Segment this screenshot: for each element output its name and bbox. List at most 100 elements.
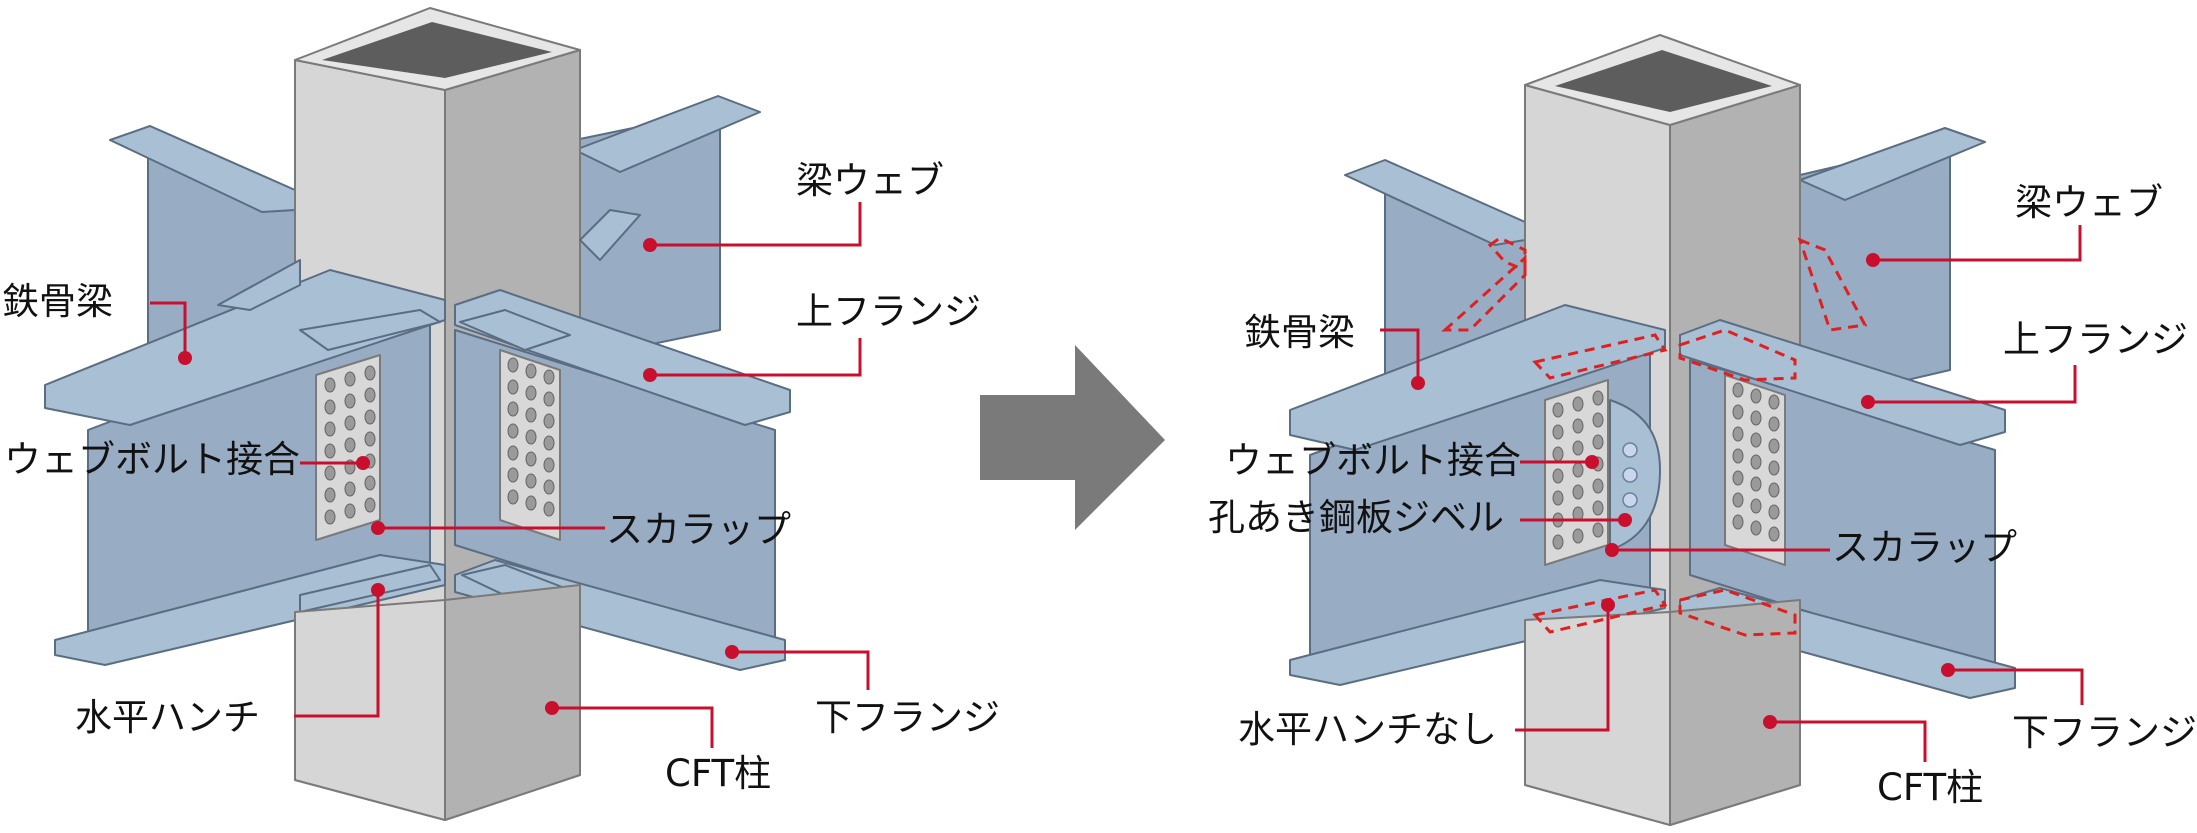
right-label-steel-beam: 鉄骨梁 [1244, 311, 1355, 354]
bolt-hole [1552, 402, 1564, 418]
bolt-hole [543, 391, 555, 407]
right-label-upper-flange: 上フランジ [2003, 318, 2188, 361]
bolt-hole [364, 475, 376, 491]
bolt-hole [1572, 440, 1584, 456]
left-label-steel-beam: 鉄骨梁 [2, 280, 113, 323]
bolt-hole [1750, 476, 1762, 492]
left-upper-flange-left [44, 269, 446, 426]
bolt-hole [525, 429, 537, 445]
bolt-hole [1592, 522, 1604, 538]
bolt-hole [507, 445, 519, 461]
bolt-hole [543, 501, 555, 517]
bolt-hole [344, 415, 356, 431]
right-column-lower-side [1669, 599, 1801, 826]
bolt-hole [1572, 484, 1584, 500]
bolt-hole [1768, 504, 1780, 520]
left-lower-flange-left [54, 554, 446, 666]
bolt-hole [1732, 470, 1744, 486]
bolt-hole [324, 487, 336, 503]
bolt-hole [507, 467, 519, 483]
bolt-hole [1750, 454, 1762, 470]
left-label-upper-flange: 上フランジ [796, 290, 981, 333]
left-leader-lower-flange [732, 650, 870, 690]
bolt-hole [507, 357, 519, 373]
bolt-hole [1552, 490, 1564, 506]
bolt-hole [1552, 446, 1564, 462]
right-figure [1289, 34, 2016, 826]
left-haunch-back-right [579, 209, 641, 261]
bolt-hole [1750, 388, 1762, 404]
bolt-hole [364, 387, 376, 403]
left-leader-cft [552, 706, 714, 748]
bolt-hole [525, 495, 537, 511]
bolt-hole [1768, 438, 1780, 454]
left-leader-beam-web [650, 202, 862, 247]
right-arrow-icon [980, 345, 1165, 530]
right-leader-beam-web [1873, 225, 2082, 262]
bolt-hole [1768, 482, 1780, 498]
left-leader-upper-flange [650, 338, 862, 377]
bolt-hole [324, 465, 336, 481]
bolt-hole [364, 431, 376, 447]
bolt-hole [1750, 432, 1762, 448]
bolt-hole [364, 497, 376, 513]
right-label-no-haunch: 水平ハンチなし [1238, 708, 1497, 751]
bolt-hole [324, 509, 336, 525]
right-label-beam-web: 梁ウェブ [2015, 181, 2163, 224]
bolt-hole [1592, 412, 1604, 428]
bolt-hole [1732, 404, 1744, 420]
bolt-hole [324, 421, 336, 437]
bolt-hole [1750, 520, 1762, 536]
left-leader-haunch [294, 590, 380, 718]
bolt-hole [1572, 462, 1584, 478]
right-label-perfobond: 孔あき鋼板ジベル [1208, 496, 1504, 539]
bolt-hole [1732, 426, 1744, 442]
left-back-flange-right [574, 95, 761, 173]
bolt-hole [324, 399, 336, 415]
left-label-horizontal-haunch: 水平ハンチ [75, 696, 260, 739]
right-label-scallop: スカラップ [1832, 526, 2017, 569]
bolt-hole [1732, 492, 1744, 508]
right-back-flange-right [1799, 127, 1986, 201]
bolt-hole [1592, 500, 1604, 516]
bolt-hole [344, 481, 356, 497]
right-bolt-holes [1552, 382, 1780, 550]
right-leader-no-haunch [1515, 605, 1610, 732]
left-label-web-bolt-joint: ウェブボルト接合 [4, 438, 300, 481]
bolt-hole [507, 423, 519, 439]
bolt-hole [1592, 434, 1604, 450]
left-leaders [150, 202, 870, 748]
bolt-hole [543, 435, 555, 451]
left-column-lower-front [294, 599, 446, 821]
left-label-scallop: スカラップ [606, 508, 791, 551]
bolt-hole [1552, 424, 1564, 440]
left-label-beam-web: 梁ウェブ [796, 159, 944, 202]
right-perfobond-holes [1622, 442, 1638, 508]
bolt-hole [543, 369, 555, 385]
bolt-hole [543, 479, 555, 495]
bolt-hole [1552, 468, 1564, 484]
right-leader-upper-flange [1868, 365, 2077, 404]
bolt-hole [525, 363, 537, 379]
bolt-hole [1592, 390, 1604, 406]
left-figure [44, 7, 791, 821]
bolt-hole [324, 443, 336, 459]
bolt-hole [525, 451, 537, 467]
right-removed-haunch-outlines [1441, 236, 1868, 637]
bolt-hole [364, 365, 376, 381]
left-bolt-holes [324, 357, 555, 525]
bolt-hole [344, 503, 356, 519]
bolt-hole [324, 377, 336, 393]
right-leader-steel-beam [1380, 328, 1420, 383]
bolt-hole [507, 489, 519, 505]
bolt-hole [1572, 396, 1584, 412]
bolt-hole [507, 401, 519, 417]
bolt-hole [543, 413, 555, 429]
bolt-hole [543, 457, 555, 473]
left-haunch-back-left [217, 259, 301, 311]
left-haunch-lower-left [299, 564, 441, 613]
bolt-hole [1592, 478, 1604, 494]
bolt-hole [1750, 410, 1762, 426]
bolt-hole [507, 379, 519, 395]
